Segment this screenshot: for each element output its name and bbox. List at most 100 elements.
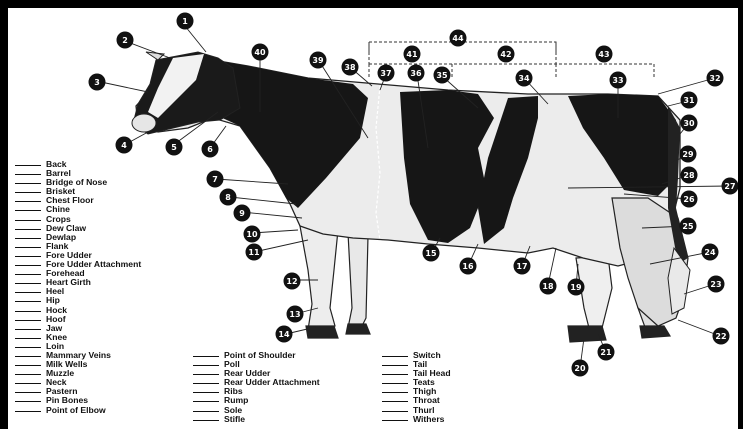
answer-blank[interactable] [15, 173, 41, 175]
answer-blank[interactable] [15, 228, 41, 230]
badge-42: 42 [498, 46, 515, 63]
svg-text:20: 20 [574, 364, 586, 373]
answer-blank[interactable] [15, 164, 41, 166]
badge-23: 23 [708, 276, 725, 293]
answer-blank[interactable] [15, 200, 41, 202]
svg-text:36: 36 [410, 69, 422, 78]
badge-36: 36 [408, 65, 425, 82]
answer-blank[interactable] [382, 364, 408, 366]
svg-text:11: 11 [248, 248, 260, 257]
answer-blank[interactable] [15, 264, 41, 266]
answer-blank[interactable] [15, 410, 41, 412]
term-list-column-1: BackBarrelBridge of NoseBrisketChest Flo… [15, 160, 141, 415]
answer-blank[interactable] [15, 364, 41, 366]
answer-blank[interactable] [15, 219, 41, 221]
answer-blank[interactable] [193, 364, 219, 366]
answer-blank[interactable] [193, 373, 219, 375]
term-item: Chine [15, 205, 141, 214]
badge-8: 8 [220, 189, 237, 206]
badge-30: 30 [681, 115, 698, 132]
badge-22: 22 [713, 328, 730, 345]
term-item: Rear Udder Attachment [193, 378, 320, 387]
svg-text:13: 13 [289, 310, 300, 319]
answer-blank[interactable] [193, 355, 219, 357]
answer-blank[interactable] [15, 337, 41, 339]
answer-blank[interactable] [15, 246, 41, 248]
answer-blank[interactable] [15, 391, 41, 393]
answer-blank[interactable] [382, 419, 408, 421]
term-item: Rump [193, 396, 320, 405]
answer-blank[interactable] [15, 237, 41, 239]
badge-13: 13 [287, 306, 304, 323]
answer-blank[interactable] [15, 282, 41, 284]
svg-text:44: 44 [452, 34, 464, 43]
badge-6: 6 [202, 141, 219, 158]
badge-10: 10 [244, 226, 261, 243]
badge-31: 31 [681, 92, 698, 109]
answer-blank[interactable] [382, 400, 408, 402]
answer-blank[interactable] [193, 410, 219, 412]
badge-18: 18 [540, 278, 557, 295]
badge-12: 12 [284, 273, 301, 290]
term-item: Dew Claw [15, 224, 141, 233]
svg-text:24: 24 [704, 248, 716, 257]
term-label: Point of Elbow [46, 405, 106, 415]
badge-14: 14 [276, 326, 293, 343]
answer-blank[interactable] [15, 373, 41, 375]
term-item: Milk Wells [15, 360, 141, 369]
answer-blank[interactable] [382, 355, 408, 357]
badge-25: 25 [680, 218, 697, 235]
svg-text:41: 41 [406, 50, 418, 59]
answer-blank[interactable] [15, 310, 41, 312]
svg-text:12: 12 [286, 277, 297, 286]
answer-blank[interactable] [15, 273, 41, 275]
answer-blank[interactable] [15, 300, 41, 302]
answer-blank[interactable] [15, 328, 41, 330]
badge-39: 39 [310, 52, 327, 69]
badge-3: 3 [89, 74, 106, 91]
answer-blank[interactable] [15, 346, 41, 348]
answer-blank[interactable] [193, 391, 219, 393]
term-item: Jaw [15, 324, 141, 333]
term-label: Stifle [224, 414, 245, 424]
answer-blank[interactable] [15, 382, 41, 384]
term-item: Stifle [193, 415, 320, 424]
term-item: Withers [382, 415, 451, 424]
term-list-column-3: SwitchTailTail HeadTeatsThighThroatThurl… [382, 351, 451, 424]
answer-blank[interactable] [15, 319, 41, 321]
answer-blank[interactable] [15, 355, 41, 357]
answer-blank[interactable] [15, 191, 41, 193]
answer-blank[interactable] [193, 400, 219, 402]
term-item: Dewlap [15, 233, 141, 242]
svg-text:1: 1 [182, 17, 188, 26]
answer-blank[interactable] [15, 291, 41, 293]
answer-blank[interactable] [15, 182, 41, 184]
answer-blank[interactable] [15, 255, 41, 257]
badge-20: 20 [572, 360, 589, 377]
term-item: Heart Girth [15, 278, 141, 287]
svg-text:22: 22 [715, 332, 726, 341]
svg-text:5: 5 [171, 143, 177, 152]
svg-text:17: 17 [516, 262, 527, 271]
badge-34: 34 [516, 70, 533, 87]
svg-text:42: 42 [500, 50, 511, 59]
svg-text:18: 18 [542, 282, 554, 291]
svg-text:26: 26 [683, 195, 695, 204]
answer-blank[interactable] [193, 419, 219, 421]
answer-blank[interactable] [382, 382, 408, 384]
term-item: Point of Elbow [15, 406, 141, 415]
badge-40: 40 [252, 44, 269, 61]
answer-blank[interactable] [382, 391, 408, 393]
svg-text:2: 2 [122, 36, 128, 45]
svg-text:38: 38 [344, 63, 356, 72]
answer-blank[interactable] [382, 410, 408, 412]
term-item: Sole [193, 406, 320, 415]
answer-blank[interactable] [193, 382, 219, 384]
badge-41: 41 [404, 46, 421, 63]
badge-4: 4 [116, 137, 133, 154]
svg-text:29: 29 [682, 150, 694, 159]
svg-text:40: 40 [254, 48, 266, 57]
answer-blank[interactable] [15, 209, 41, 211]
answer-blank[interactable] [382, 373, 408, 375]
answer-blank[interactable] [15, 400, 41, 402]
